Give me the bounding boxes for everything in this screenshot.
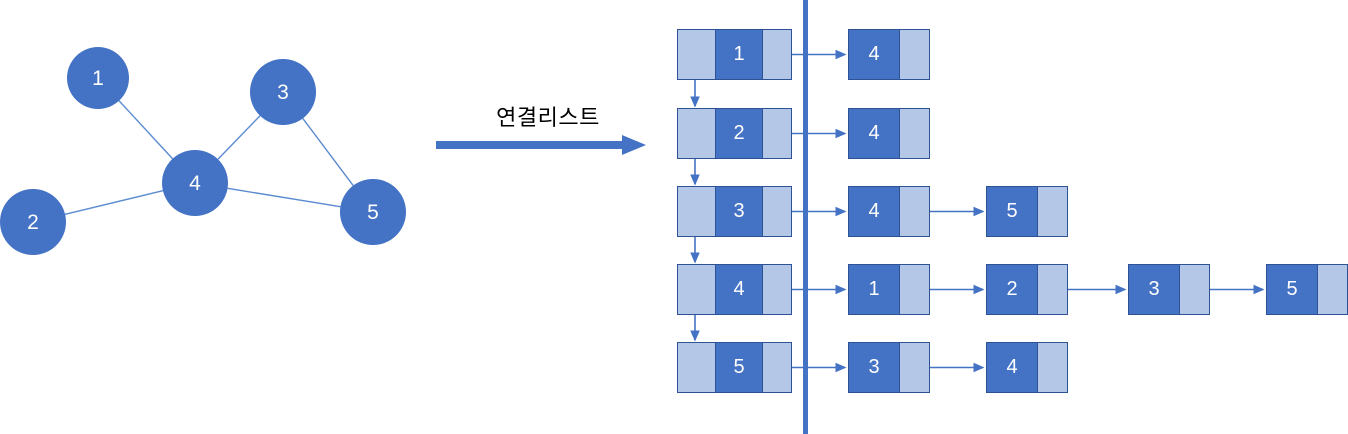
list-node-4-2[interactable]: 2 bbox=[986, 264, 1068, 315]
head-node-value: 3 bbox=[733, 200, 745, 222]
list-node-4-5[interactable]: 5 bbox=[1266, 264, 1348, 315]
graph-node-label: 2 bbox=[27, 210, 39, 234]
head-node-next-cell bbox=[763, 265, 791, 314]
head-node-prev-cell bbox=[678, 343, 715, 392]
list-node-value-cell: 2 bbox=[987, 265, 1037, 314]
list-node-next-cell bbox=[1037, 187, 1067, 236]
list-node-value: 5 bbox=[1286, 278, 1298, 300]
head-node-value-cell: 3 bbox=[715, 187, 763, 236]
list-node-value: 4 bbox=[1006, 356, 1018, 378]
transform-label: 연결리스트 bbox=[496, 105, 600, 130]
list-node-value-cell: 5 bbox=[987, 187, 1037, 236]
list-node-3-5[interactable]: 5 bbox=[986, 186, 1068, 237]
list-node-next-cell bbox=[1317, 265, 1347, 314]
list-node-value-cell: 1 bbox=[849, 265, 899, 314]
graph-node-4[interactable]: 4 bbox=[162, 150, 228, 216]
head-node-value: 2 bbox=[733, 122, 745, 144]
list-node-4-1[interactable]: 1 bbox=[848, 264, 930, 315]
list-node-2-4[interactable]: 4 bbox=[848, 108, 930, 159]
head-node-value-cell: 5 bbox=[715, 343, 763, 392]
head-node-value: 5 bbox=[733, 356, 745, 378]
list-node-next-cell bbox=[1037, 343, 1067, 392]
list-node-4-3[interactable]: 3 bbox=[1128, 264, 1210, 315]
graph-edges bbox=[64, 100, 354, 215]
graph-edge-3-5 bbox=[302, 117, 354, 187]
graph-node-5[interactable]: 5 bbox=[340, 179, 406, 245]
head-node-2[interactable]: 2 bbox=[677, 108, 792, 159]
head-node-prev-cell bbox=[678, 30, 715, 79]
list-node-value: 4 bbox=[868, 43, 880, 65]
head-node-5[interactable]: 5 bbox=[677, 342, 792, 393]
head-node-next-cell bbox=[763, 187, 791, 236]
head-node-prev-cell bbox=[678, 109, 715, 158]
list-node-next-cell bbox=[899, 30, 929, 79]
head-node-4[interactable]: 4 bbox=[677, 264, 792, 315]
list-node-value-cell: 4 bbox=[849, 187, 899, 236]
list-node-next-cell bbox=[899, 265, 929, 314]
head-node-value-cell: 1 bbox=[715, 30, 763, 79]
graph-panel: 1 2 3 4 5 bbox=[0, 0, 430, 300]
head-node-value: 4 bbox=[733, 278, 745, 300]
graph-node-label: 3 bbox=[277, 80, 289, 104]
graph-edge-3-4 bbox=[217, 115, 261, 160]
list-node-next-cell bbox=[899, 343, 929, 392]
transform-arrow-icon bbox=[436, 135, 646, 155]
head-node-value-cell: 2 bbox=[715, 109, 763, 158]
list-node-value: 5 bbox=[1006, 200, 1018, 222]
list-node-value-cell: 3 bbox=[1129, 265, 1179, 314]
list-node-5-3[interactable]: 3 bbox=[848, 342, 930, 393]
list-node-value-cell: 5 bbox=[1267, 265, 1317, 314]
head-node-prev-cell bbox=[678, 265, 715, 314]
list-node-next-cell bbox=[1179, 265, 1209, 314]
head-node-next-cell bbox=[763, 343, 791, 392]
list-node-value: 4 bbox=[868, 122, 880, 144]
list-node-3-4[interactable]: 4 bbox=[848, 186, 930, 237]
graph-node-label: 4 bbox=[189, 171, 201, 195]
list-node-5-4[interactable]: 4 bbox=[986, 342, 1068, 393]
list-node-value: 2 bbox=[1006, 278, 1018, 300]
head-node-3[interactable]: 3 bbox=[677, 186, 792, 237]
graph-node-label: 1 bbox=[92, 66, 104, 90]
list-node-1-4[interactable]: 4 bbox=[848, 29, 930, 80]
graph-edge-4-5 bbox=[227, 187, 341, 208]
vertical-divider bbox=[803, 0, 808, 434]
head-node-value-cell: 4 bbox=[715, 265, 763, 314]
list-node-value-cell: 4 bbox=[849, 30, 899, 79]
list-node-next-cell bbox=[899, 187, 929, 236]
graph-node-1[interactable]: 1 bbox=[67, 47, 129, 109]
head-node-next-cell bbox=[763, 30, 791, 79]
graph-node-3[interactable]: 3 bbox=[250, 59, 316, 125]
list-node-next-cell bbox=[1037, 265, 1067, 314]
list-node-next-cell bbox=[899, 109, 929, 158]
list-node-value: 3 bbox=[1148, 278, 1160, 300]
list-node-value-cell: 4 bbox=[849, 109, 899, 158]
list-node-value-cell: 3 bbox=[849, 343, 899, 392]
list-node-value-cell: 4 bbox=[987, 343, 1037, 392]
head-node-1[interactable]: 1 bbox=[677, 29, 792, 80]
graph-edge-2-4 bbox=[64, 190, 164, 215]
head-node-prev-cell bbox=[678, 187, 715, 236]
head-node-next-cell bbox=[763, 109, 791, 158]
graph-node-2[interactable]: 2 bbox=[0, 189, 66, 255]
list-node-value: 3 bbox=[868, 356, 880, 378]
list-node-value: 1 bbox=[868, 278, 880, 300]
head-node-value: 1 bbox=[733, 43, 745, 65]
graph-edge-1-4 bbox=[118, 100, 174, 160]
graph-node-label: 5 bbox=[367, 200, 379, 224]
list-node-value: 4 bbox=[868, 200, 880, 222]
